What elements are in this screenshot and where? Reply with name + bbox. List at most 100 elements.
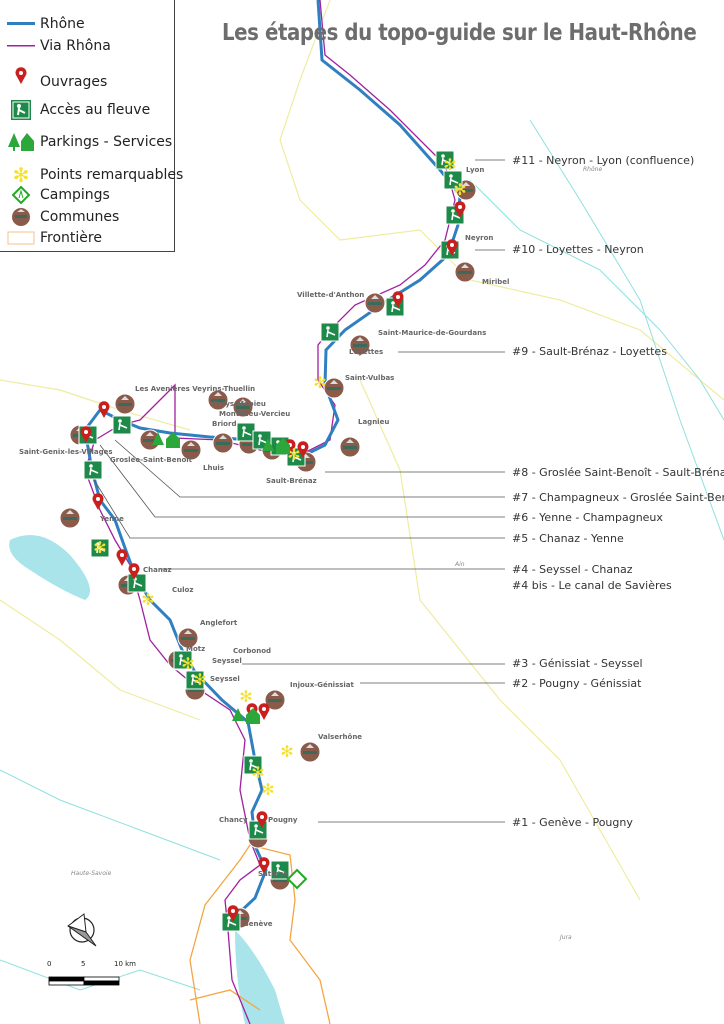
remarkable-point-icon[interactable]: ✻ — [251, 763, 264, 782]
commune-label: Pougny — [268, 816, 298, 824]
commune-label: Briord — [212, 420, 237, 428]
remarkable-point-icon[interactable]: ✻ — [93, 538, 106, 557]
commune-icon[interactable] — [232, 396, 254, 418]
commune-label: Les Avenières Veyrins-Thuellin — [135, 385, 256, 393]
commune-label: Motz — [186, 645, 206, 653]
remarkable-point-icon[interactable]: ✻ — [313, 373, 326, 392]
stage-label[interactable]: #6 - Yenne - Champagneux — [512, 511, 663, 524]
map-pin-icon[interactable] — [392, 291, 404, 308]
commune-label: Yenne — [100, 515, 124, 523]
remarkable-point-icon[interactable]: ✻ — [280, 742, 293, 761]
commune-label: Seyssel — [212, 657, 242, 665]
commune-label: Lyon — [466, 166, 485, 174]
remarkable-point-icon[interactable]: ✻ — [443, 155, 456, 174]
stage-label[interactable]: #4 bis - Le canal de Savières — [512, 579, 672, 592]
remarkable-point-icon[interactable]: ✻ — [181, 654, 194, 673]
river-access-icon[interactable] — [243, 755, 263, 775]
remarkable-point-icon[interactable]: ✻ — [287, 445, 300, 464]
trees-house-icon[interactable] — [152, 432, 180, 448]
commune-icon[interactable] — [177, 627, 199, 649]
legend-label: Campings — [40, 187, 110, 203]
commune-label: Saint-Genix-les-Villages — [19, 448, 113, 456]
map-pin-icon[interactable] — [116, 549, 128, 566]
north-arrow-icon — [66, 913, 97, 947]
stage-label[interactable]: #4 - Seyssel - Chanaz — [512, 563, 633, 576]
map-pin-icon[interactable] — [258, 857, 270, 874]
commune-label: Genève — [243, 920, 273, 928]
commune-icon[interactable] — [180, 439, 202, 461]
commune-label: Valserhône — [318, 733, 363, 741]
map-pin-icon[interactable] — [297, 441, 309, 458]
river-access-icon[interactable] — [320, 322, 340, 342]
legend-item-via-rhona: Via Rhôna — [6, 38, 111, 54]
stage-label[interactable]: #2 - Pougny - Génissiat — [512, 677, 642, 690]
commune-icon[interactable] — [299, 741, 321, 763]
legend-item-frontiere: Frontière — [6, 230, 102, 246]
commune-icon[interactable] — [264, 689, 286, 711]
commune-icon[interactable] — [114, 393, 136, 415]
stage-label[interactable]: #11 - Neyron - Lyon (confluence) — [512, 154, 695, 167]
map-pin-icon[interactable] — [227, 905, 239, 922]
remarkable-point-icon[interactable]: ✻ — [193, 670, 206, 689]
river-access-icon[interactable] — [443, 170, 463, 190]
river-access-icon[interactable] — [173, 650, 193, 670]
legend-label: Parkings - Services — [40, 134, 173, 150]
map-pin-icon[interactable] — [80, 426, 92, 443]
river-access-icon[interactable] — [90, 538, 110, 558]
river-access-icon[interactable] — [236, 422, 256, 442]
commune-icon[interactable] — [212, 432, 234, 454]
stage-label[interactable]: #10 - Loyettes - Neyron — [512, 243, 644, 256]
trees-house-icon — [6, 133, 36, 151]
river-access-icon[interactable] — [435, 150, 455, 170]
lac-du-bourget — [9, 535, 90, 600]
map-pin-icon[interactable] — [128, 563, 140, 580]
stage-label[interactable]: #1 - Genève - Pougny — [512, 816, 633, 829]
remarkable-point-icon[interactable]: ✻ — [141, 590, 154, 609]
commune-label: Saint-Vulbas — [345, 374, 395, 382]
map-pin-icon[interactable] — [98, 401, 110, 418]
river-access-icon[interactable] — [83, 460, 103, 480]
commune-icon[interactable] — [323, 377, 345, 399]
scale-tick: 5 — [81, 960, 86, 968]
stage-label[interactable]: #3 - Génissiat - Seyssel — [512, 657, 643, 670]
scale-tick: 0 — [47, 960, 52, 968]
commune-icon[interactable] — [349, 334, 371, 356]
river-access-icon[interactable] — [270, 860, 290, 880]
river-access-icon[interactable] — [185, 670, 205, 690]
stage-label[interactable]: #9 - Sault-Brénaz - Loyettes — [512, 345, 667, 358]
stage-label[interactable]: #7 - Champagneux - Groslée Saint-Benoît — [512, 491, 724, 504]
legend: Rhône Via Rhôna Ouvrages Accès au fleuve… — [0, 0, 183, 252]
river-access-icon[interactable] — [127, 573, 147, 593]
commune-icon[interactable] — [454, 261, 476, 283]
commune-icon[interactable] — [207, 389, 229, 411]
map-pin-icon — [6, 67, 36, 85]
legend-label: Rhône — [40, 16, 85, 32]
commune-icon[interactable] — [59, 507, 81, 529]
commune-label: Groslée-Saint-Benoît — [110, 456, 192, 464]
border-icon — [6, 231, 36, 245]
commune-label: Miribel — [482, 278, 510, 286]
stage-label[interactable]: #8 - Groslée Saint-Benoît - Sault-Brénaz — [512, 466, 724, 479]
commune-icon[interactable] — [364, 292, 386, 314]
trees-house-icon[interactable] — [232, 708, 260, 724]
stage-label[interactable]: #5 - Chanaz - Yenne — [512, 532, 624, 545]
legend-item-campings: Campings — [6, 186, 110, 204]
map-pin-icon[interactable] — [454, 201, 466, 218]
map-pin-icon[interactable] — [446, 239, 458, 256]
map-pin-icon[interactable] — [92, 493, 104, 510]
remarkable-point-icon[interactable]: ✻ — [239, 687, 252, 706]
river-access-icon[interactable] — [112, 415, 132, 435]
commune-label: Sault-Brénaz — [266, 477, 317, 485]
map-pin-icon[interactable] — [258, 703, 270, 720]
remarkable-point-icon[interactable]: ✻ — [453, 180, 466, 199]
commune-icon[interactable] — [339, 436, 361, 458]
commune-label: Villette-d'Anthon — [297, 291, 365, 299]
legend-label: Frontière — [40, 230, 102, 246]
commune-label: Culoz — [172, 586, 194, 594]
trees-house-icon[interactable] — [262, 438, 290, 454]
map-pin-icon[interactable] — [256, 811, 268, 828]
remarkable-point-icon[interactable]: ✻ — [261, 780, 274, 799]
camping-icon[interactable] — [286, 868, 308, 890]
commune-label: Corbonod — [233, 647, 272, 655]
